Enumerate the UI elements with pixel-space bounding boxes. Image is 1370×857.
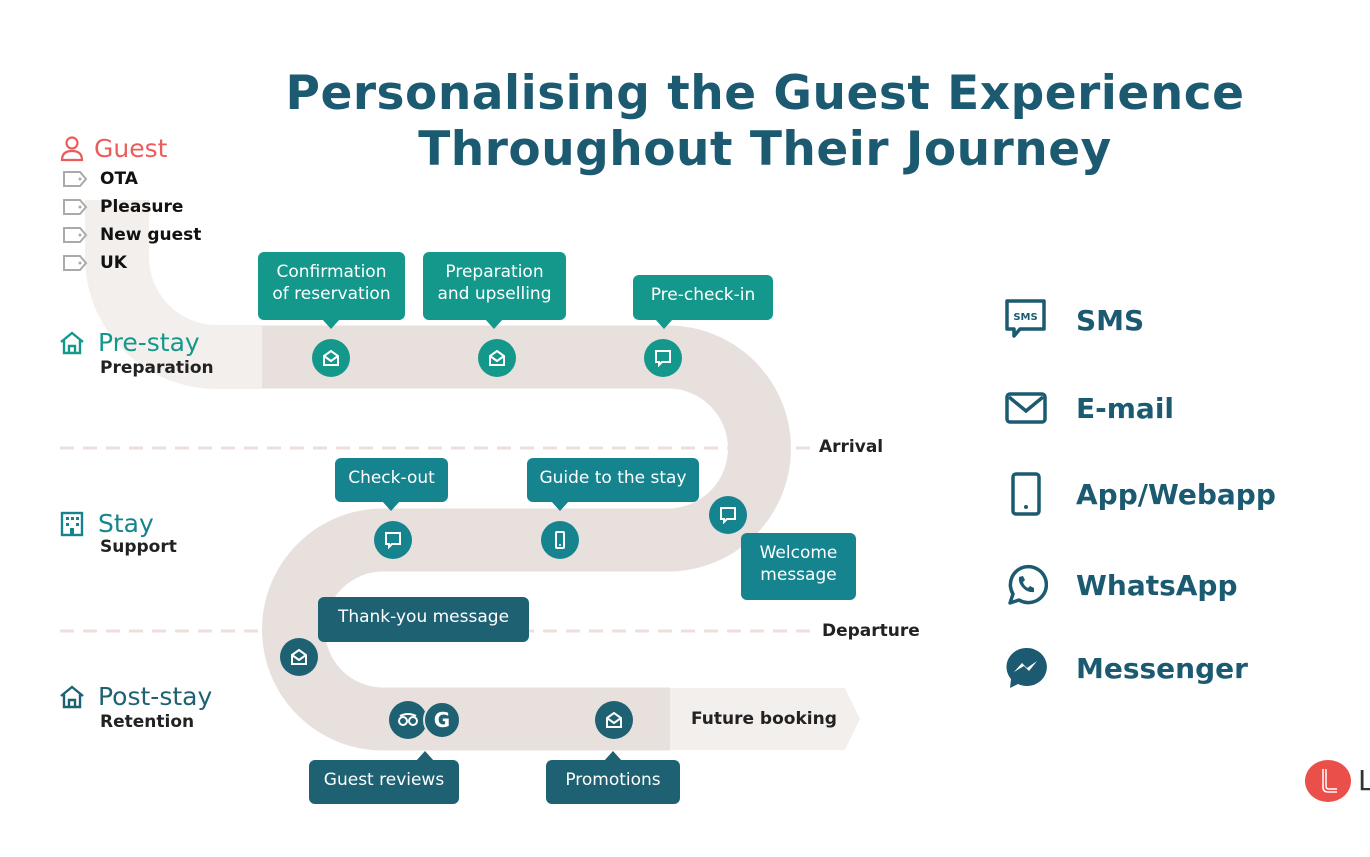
legend-whatsapp: WhatsApp <box>1004 563 1238 607</box>
chat-icon <box>709 496 747 534</box>
tag-icon <box>63 199 88 215</box>
phone-icon <box>1011 472 1041 516</box>
callout-text: Thank-you message <box>337 607 510 627</box>
callout-text: Check-out <box>348 468 435 488</box>
chat-icon <box>644 339 682 377</box>
callout-thankyou: Thank-you message <box>318 597 529 642</box>
callout-welcome: Welcome message <box>741 533 856 600</box>
google-icon: G <box>423 701 461 739</box>
road-start <box>85 200 262 389</box>
email-icon <box>1005 392 1047 424</box>
guest-tag: UK <box>62 253 127 273</box>
legend-messenger: Messenger <box>1004 646 1248 690</box>
legend-label: SMS <box>1076 303 1145 337</box>
legend-sms: SMS SMS <box>1004 298 1144 342</box>
callout-guide: Guide to the stay <box>527 458 699 511</box>
tag-icon <box>63 255 88 271</box>
email-icon <box>478 339 516 377</box>
stage-sub: Support <box>100 537 177 557</box>
legend-app: App/Webapp <box>1004 472 1276 516</box>
callout-precheckin: Pre-check-in <box>633 275 773 329</box>
guest-tag: New guest <box>62 225 201 245</box>
milestone-arrival: Arrival <box>819 437 884 457</box>
legend-label: WhatsApp <box>1076 568 1238 602</box>
home-icon <box>60 330 84 354</box>
brand-logo-text: L <box>1358 764 1370 797</box>
road-main <box>262 325 791 751</box>
legend-label: E-mail <box>1076 391 1175 425</box>
chat-icon <box>374 521 412 559</box>
callout-text: Guest reviews <box>323 770 445 790</box>
page-title: Personalising the Guest Experience Throu… <box>200 66 1330 178</box>
user-icon <box>60 135 84 161</box>
email-icon <box>595 701 633 739</box>
callout-preparation: Preparation and upselling <box>423 252 566 329</box>
messenger-icon <box>1006 647 1047 688</box>
tag-icon <box>63 171 88 187</box>
callout-promotions: Promotions <box>546 751 680 804</box>
guest-tag: Pleasure <box>62 197 183 217</box>
legend-label: App/Webapp <box>1076 477 1276 511</box>
callout-text: Promotions <box>565 770 661 790</box>
title-line-1: Personalising the Guest Experience <box>285 66 1245 121</box>
guest-header: Guest <box>60 134 167 163</box>
stage-name: Stay <box>98 509 154 538</box>
tag-label: Pleasure <box>100 197 184 217</box>
tag-label: UK <box>100 253 127 273</box>
legend-label: Messenger <box>1076 651 1248 685</box>
callout-text: Preparation and upselling <box>437 262 552 304</box>
title-line-2: Throughout Their Journey <box>418 122 1112 177</box>
callout-text: Confirmation of reservation <box>272 262 391 304</box>
stage-name: Post-stay <box>98 682 213 711</box>
stage-poststay: Post-stay <box>58 682 212 711</box>
milestone-future-booking: Future booking <box>691 709 837 729</box>
stage-sub: Retention <box>100 712 195 732</box>
guest-label: Guest <box>94 134 168 163</box>
sms-icon: SMS <box>1005 299 1046 338</box>
legend-email: E-mail <box>1004 386 1174 430</box>
tag-label: New guest <box>100 225 202 245</box>
stage-name: Pre-stay <box>98 328 200 357</box>
svg-text:SMS: SMS <box>1013 312 1037 323</box>
tripadvisor-icon <box>389 701 427 739</box>
tag-label: OTA <box>100 169 138 189</box>
guest-tag: OTA <box>62 169 138 189</box>
callout-text: Pre-check-in <box>650 285 756 305</box>
email-icon <box>312 339 350 377</box>
road-end-arrow <box>670 688 860 750</box>
callout-reviews: Guest reviews <box>309 751 459 804</box>
phone-icon <box>541 521 579 559</box>
callout-text: Welcome message <box>759 543 838 585</box>
hotel-icon <box>60 511 84 536</box>
whatsapp-icon <box>1008 564 1048 605</box>
tag-icon <box>63 227 88 243</box>
stage-prestay: Pre-stay <box>58 328 200 357</box>
brand-logo <box>1305 760 1351 802</box>
milestone-departure: Departure <box>822 621 920 641</box>
email-icon <box>280 638 318 676</box>
callout-confirmation: Confirmation of reservation <box>258 252 405 329</box>
stage-sub: Preparation <box>100 358 214 378</box>
callout-text: Guide to the stay <box>539 468 687 488</box>
callout-checkout: Check-out <box>335 458 448 511</box>
stage-stay: Stay <box>58 509 154 538</box>
home-icon <box>60 684 84 708</box>
